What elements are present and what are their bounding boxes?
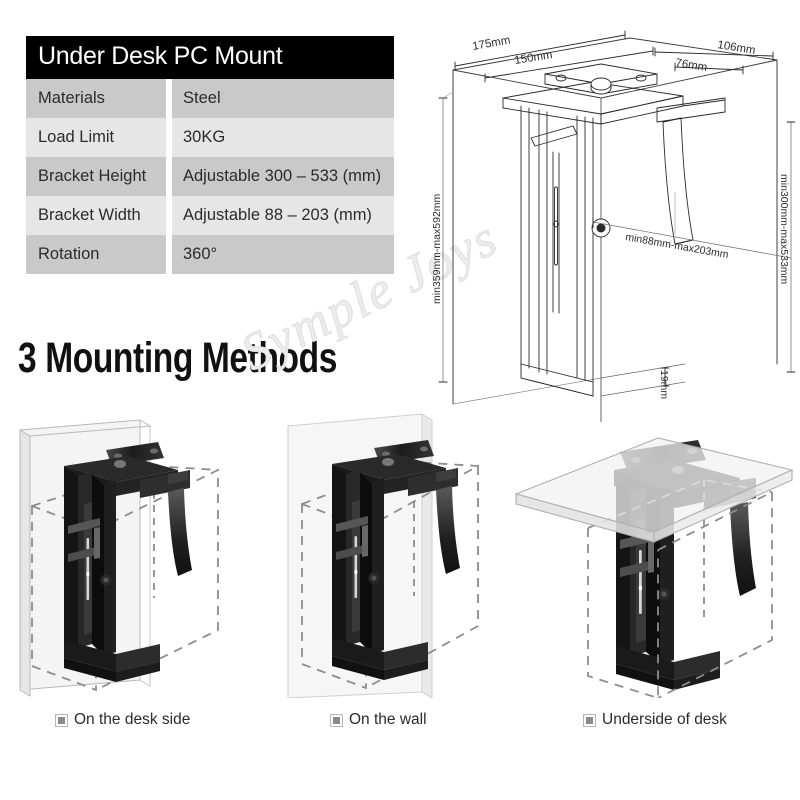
dimension-label-175mm: 175mm — [471, 34, 511, 52]
dimension-label-left-vertical: min359mm-max592mm — [431, 193, 443, 304]
spec-table-title: Under Desk PC Mount — [26, 36, 394, 79]
bullet-square-icon — [55, 713, 68, 727]
caption-wall: On the wall — [330, 711, 427, 729]
column-divider — [166, 235, 172, 274]
caption-label: Underside of desk — [602, 711, 727, 728]
caption-desk-side: On the desk side — [55, 711, 190, 729]
spec-value: 30KG — [183, 128, 226, 146]
technical-drawing: 175mm 150mm 76mm 106mm min359mm-max592mm… — [425, 12, 800, 422]
pc-mount-bracket — [332, 440, 460, 680]
page-title: 3 Mounting Methods — [18, 334, 338, 382]
table-row: Load Limit 30KG — [26, 118, 394, 157]
spec-label: Bracket Height — [38, 167, 147, 185]
spec-value: Adjustable 88 – 203 (mm) — [183, 206, 372, 224]
mounting-figure-underside — [508, 408, 794, 698]
dimension-label-right-vertical: min300mm-max533mm — [778, 174, 790, 285]
spec-label: Rotation — [38, 245, 100, 263]
spec-value: Adjustable 300 – 533 (mm) — [183, 167, 382, 185]
spec-table: Under Desk PC Mount Materials Steel Load… — [26, 36, 394, 274]
desk-surface — [514, 437, 794, 543]
pc-mount-bracket — [63, 442, 192, 682]
table-row: Materials Steel — [26, 79, 394, 118]
table-row: Bracket Height Adjustable 300 – 533 (mm) — [26, 157, 394, 196]
table-row: Rotation 360° — [26, 235, 394, 274]
dimension-label-150mm: 150mm — [514, 49, 554, 67]
column-divider — [166, 157, 172, 196]
dimension-label-19mm: 19mm — [658, 370, 670, 399]
spec-value: 360° — [183, 245, 218, 263]
caption-underside: Underside of desk — [583, 711, 727, 729]
column-divider — [166, 118, 172, 157]
mounting-figure-wall — [282, 408, 506, 698]
column-divider — [166, 196, 172, 235]
caption-label: On the wall — [349, 711, 427, 728]
caption-label: On the desk side — [74, 711, 191, 728]
table-row: Bracket Width Adjustable 88 – 203 (mm) — [26, 196, 394, 235]
mounting-figure-desk-side — [8, 408, 274, 698]
bullet-square-icon — [330, 713, 343, 727]
spec-label: Load Limit — [38, 128, 115, 146]
dimension-label-76mm: 76mm — [675, 57, 708, 74]
dimension-label-106mm: 106mm — [717, 39, 757, 57]
spec-label: Materials — [38, 89, 105, 107]
spec-value: Steel — [183, 89, 221, 107]
spec-label: Bracket Width — [38, 206, 141, 224]
dimension-label-width: min88mm-max203mm — [624, 231, 729, 261]
column-divider — [166, 79, 172, 118]
bullet-square-icon — [583, 713, 596, 727]
pc-outline — [587, 479, 773, 698]
